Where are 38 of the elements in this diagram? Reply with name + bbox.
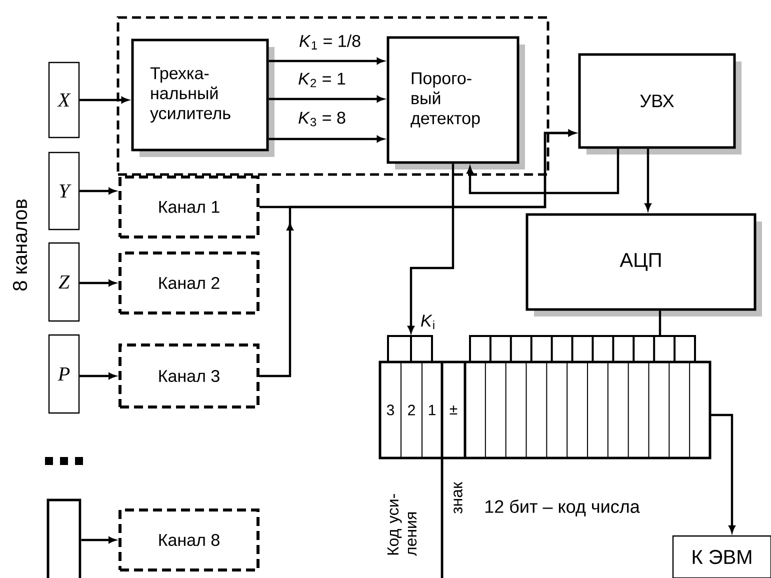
arrow	[644, 148, 652, 210]
arrow	[268, 96, 384, 102]
dashed-frame	[116, 16, 550, 176]
arrow	[81, 536, 116, 544]
arrow	[80, 372, 116, 380]
arrow	[466, 148, 620, 194]
edge-label: K$_{1}$ = 1/8	[298, 34, 362, 50]
arrow	[260, 130, 576, 378]
arrow	[80, 280, 116, 286]
block-box: УВХ	[578, 53, 742, 154]
caption-label: 12 бит – код числа	[485, 500, 640, 516]
input-box	[46, 498, 82, 578]
block-box: АЦП	[526, 213, 762, 316]
edge-label: K$_{2}$ = 1	[297, 72, 347, 88]
channel-box: Канал 2	[118, 252, 260, 314]
input-box: Z	[48, 242, 80, 322]
vertical-label: знак	[454, 482, 462, 514]
edge-label: K$_{i}$	[419, 314, 437, 330]
arrow	[710, 414, 736, 532]
output-box: К ЭВМ	[672, 535, 771, 578]
edge-label: K$_{3}$ = 8	[297, 110, 347, 128]
input-box: Y	[48, 152, 80, 230]
register-drawing: 3 2 1 ±	[378, 335, 712, 460]
arrow	[268, 136, 384, 142]
block-box: Трехка- нальный усилитель	[131, 38, 274, 157]
arrow	[80, 96, 128, 104]
arrow	[80, 188, 116, 194]
channel-box: Канал 3	[118, 344, 260, 408]
channel-box: Канал 1	[118, 176, 260, 238]
connector-line	[658, 310, 662, 336]
arrow	[268, 58, 384, 64]
input-box: X	[48, 62, 80, 138]
channel-box: Канал 8	[118, 508, 260, 572]
block-box: Порого- вый детектор	[386, 36, 525, 170]
vertical-label: Код уси- ления	[387, 494, 417, 556]
arrow	[408, 164, 454, 333]
input-box: P	[48, 334, 80, 414]
vertical-label: 8 каналов	[12, 199, 28, 291]
